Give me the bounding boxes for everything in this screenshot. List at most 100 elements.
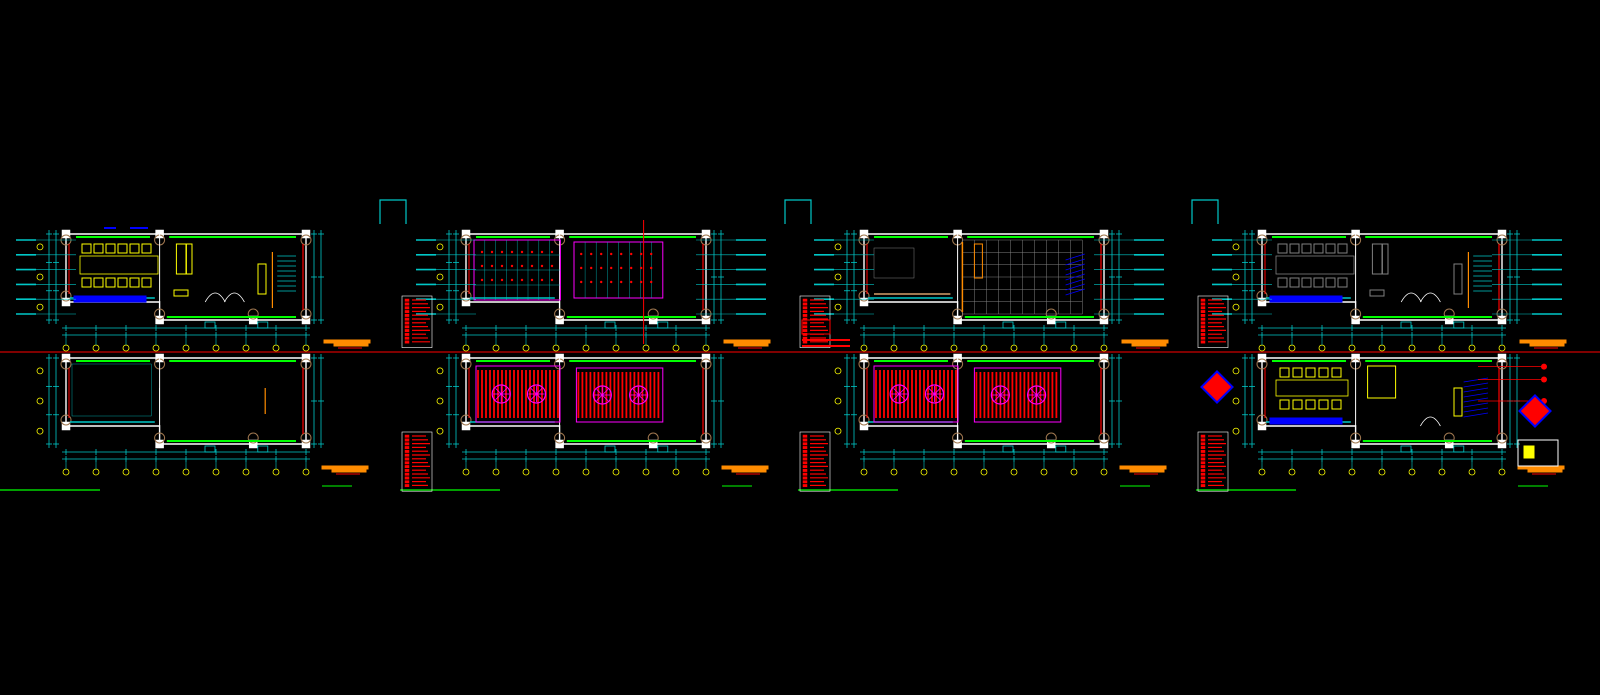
stair-tread xyxy=(1065,253,1085,261)
conference-table xyxy=(79,255,159,275)
ceiling-zone xyxy=(873,365,959,423)
marble-inlay xyxy=(873,247,915,279)
medallion-ray xyxy=(632,394,639,401)
column-bubble xyxy=(300,432,312,444)
structural-column xyxy=(1257,297,1267,307)
column-bubble xyxy=(1045,432,1057,444)
structural-column xyxy=(701,229,711,239)
column-bubble xyxy=(1256,358,1268,370)
legend-swatch xyxy=(802,449,808,453)
legend-frame xyxy=(401,431,433,492)
stair-tread xyxy=(1065,268,1085,276)
title-block-bar xyxy=(1129,469,1165,473)
title-block-bar xyxy=(321,465,369,470)
chair xyxy=(1289,243,1300,254)
legend-swatch xyxy=(1200,321,1206,325)
plan-lower xyxy=(1196,353,1565,492)
column-bubble xyxy=(1098,358,1110,370)
stair-tread xyxy=(1065,263,1085,271)
stair-tread xyxy=(1463,402,1489,408)
chair xyxy=(1313,277,1324,288)
legend-swatch xyxy=(404,484,410,488)
medallion-ray xyxy=(602,389,609,396)
legend-swatch xyxy=(802,468,808,472)
grid-bubble xyxy=(36,427,44,435)
column-bubble xyxy=(460,414,472,426)
medallion-ray xyxy=(1000,394,1007,401)
column-bubble xyxy=(1350,308,1362,320)
legend-swatch xyxy=(802,480,808,484)
stair-tread xyxy=(1463,412,1489,418)
medallion-ray xyxy=(1000,389,1007,396)
chair xyxy=(1301,243,1312,254)
conference-table xyxy=(1275,255,1355,275)
grid-bubble xyxy=(1232,273,1240,281)
stair-tread xyxy=(1463,407,1489,413)
structural-column xyxy=(1497,315,1507,325)
stair-tread xyxy=(1065,283,1085,291)
structural-column xyxy=(301,229,311,239)
plan-upper xyxy=(1197,229,1567,352)
legend-swatch xyxy=(802,310,808,314)
grid-bubble xyxy=(36,303,44,311)
plan-upper xyxy=(799,229,1169,352)
section-marker-3 xyxy=(1191,199,1219,224)
chair xyxy=(117,277,128,288)
column-bubble xyxy=(460,358,472,370)
medallion-light xyxy=(889,384,909,404)
blue-bench xyxy=(1269,295,1343,303)
stair-tread xyxy=(1463,392,1489,398)
medallion-ray xyxy=(934,388,941,395)
furniture-index-layout xyxy=(1269,363,1547,427)
structural-column xyxy=(461,353,471,363)
chair xyxy=(141,243,152,254)
legend-frame xyxy=(1197,295,1229,348)
medallion-light xyxy=(592,385,612,405)
legend-swatch xyxy=(802,340,808,344)
column-bubble xyxy=(300,358,312,370)
downlight xyxy=(620,280,623,284)
chair xyxy=(1337,243,1348,254)
plan-lower xyxy=(400,353,769,492)
legend-swatch xyxy=(404,457,410,461)
chair xyxy=(1331,367,1342,378)
grid-bubble xyxy=(36,273,44,281)
keynote-box xyxy=(801,319,831,335)
title-block-bar xyxy=(1131,343,1167,347)
column-bubble xyxy=(300,234,312,246)
drawing-sheet-4 xyxy=(1196,229,1567,492)
drawing-sheet-2 xyxy=(400,220,771,492)
title-block-bar xyxy=(731,469,767,473)
side-cabinet xyxy=(257,263,267,295)
legend-swatch xyxy=(802,298,808,302)
legend-swatch xyxy=(802,453,808,457)
chair xyxy=(1318,399,1329,410)
grid-bubble xyxy=(436,427,444,435)
medallion-ray xyxy=(1036,394,1043,401)
section-marker-frame xyxy=(1191,199,1219,224)
column-bubble xyxy=(247,308,259,320)
medallion-ray xyxy=(994,394,1001,401)
door-swing xyxy=(1400,292,1422,303)
downlight xyxy=(490,264,494,268)
structural-column xyxy=(953,439,962,449)
downlight xyxy=(630,252,633,256)
callout-bubble xyxy=(1541,376,1547,383)
column-bubble xyxy=(700,432,712,444)
title-block-bar xyxy=(723,339,771,344)
legend-swatch xyxy=(802,457,808,461)
medallion-ray xyxy=(898,388,906,395)
side-cabinet xyxy=(1453,263,1463,295)
structural-column xyxy=(859,297,869,307)
downlight xyxy=(480,278,484,282)
chair xyxy=(1325,277,1336,288)
grid-bubble xyxy=(834,273,842,281)
column-bubble xyxy=(60,290,72,302)
ceiling-grid-layout xyxy=(473,220,664,344)
medallion-ray xyxy=(1030,389,1037,396)
medallion-ray xyxy=(632,389,639,396)
office-cabinet xyxy=(185,243,193,275)
medallion-ray xyxy=(638,394,645,401)
medallion-ray xyxy=(1030,394,1037,401)
